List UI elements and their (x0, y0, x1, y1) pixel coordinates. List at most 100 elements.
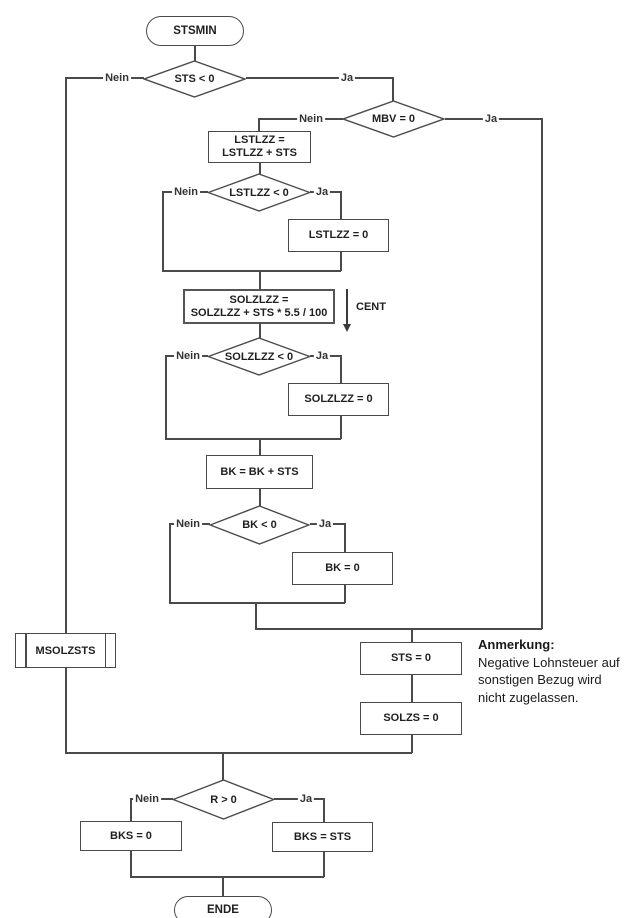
connector-line (411, 735, 413, 753)
edge-label-ja: Ja (313, 186, 331, 198)
process-bks-sts: BKS = STS (272, 822, 373, 852)
edge-label-ja: Ja (482, 113, 500, 125)
cent-label: CENT (356, 301, 386, 313)
connector-line (194, 46, 196, 61)
note-line: sonstigen Bezug wird (478, 672, 602, 687)
connector-line (541, 118, 543, 629)
edge-label-nein: Nein (174, 350, 202, 362)
decision-sts-lt-0: STS < 0 (143, 60, 246, 98)
connector-line (130, 876, 324, 878)
connector-line (255, 602, 257, 629)
cent-arrow-head-icon (342, 324, 351, 332)
note-title: Anmerkung: (478, 637, 555, 652)
decision-mbv-eq-0: MBV = 0 (342, 100, 445, 138)
note-line: Negative Lohnsteuer auf (478, 654, 620, 670)
process-solzs-zero: SOLZS = 0 (360, 702, 462, 735)
connector-line (222, 876, 224, 896)
connector-line (259, 438, 261, 456)
edge-label-ja: Ja (313, 350, 331, 362)
connector-line (344, 585, 346, 603)
terminator-start: STSMIN (146, 16, 244, 46)
diamond-shape (143, 60, 246, 98)
edge-label-nein: Nein (133, 793, 161, 805)
process-solzlzz-add: SOLZLZZ = SOLZLZZ + STS * 5.5 / 100 (183, 289, 335, 324)
process-label: SOLZLZZ = 0 (304, 393, 373, 405)
connector-line (392, 77, 394, 101)
predefined-bar-right (104, 634, 106, 667)
connector-line (411, 628, 413, 643)
decision-lstlzz-lt-0: LSTLZZ < 0 (207, 173, 311, 212)
diamond-shape (172, 779, 275, 820)
decision-label: MBV = 0 (371, 113, 416, 125)
edge-label-nein: Nein (174, 518, 202, 530)
decision-bk-lt-0: BK < 0 (209, 505, 310, 545)
process-label: STS = 0 (390, 652, 432, 664)
edge-label-ja: Ja (297, 793, 315, 805)
connector-line (169, 602, 345, 604)
connector-line (65, 668, 67, 753)
end-label: ENDE (207, 904, 239, 916)
process-lstlzz-zero: LSTLZZ = 0 (288, 219, 389, 252)
connector-line (344, 523, 346, 553)
connector-line (65, 77, 67, 634)
process-lstlzz-add: LSTLZZ = LSTLZZ + STS (208, 131, 311, 163)
decision-label: STS < 0 (174, 73, 215, 85)
process-label-line2: SOLZLZZ + STS * 5.5 / 100 (190, 306, 328, 319)
connector-line (259, 270, 261, 290)
annotation-note: Anmerkung: Negative Lohnsteuer auf sonst… (478, 636, 620, 706)
process-label-line2: LSTLZZ + STS (222, 147, 297, 159)
process-bk-zero: BK = 0 (292, 552, 393, 585)
edge-label-nein: Nein (172, 186, 200, 198)
note-line: nicht zugelassen. (478, 689, 579, 705)
decision-solzlzz-lt-0: SOLZLZZ < 0 (207, 337, 311, 376)
connector-line (162, 191, 164, 271)
connector-line (323, 852, 325, 877)
connector-line (340, 355, 342, 384)
process-label: MSOLZSTS (35, 644, 96, 657)
connector-line (130, 851, 132, 877)
decision-r-gt-0: R > 0 (172, 779, 275, 820)
edge-label-ja: Ja (316, 518, 334, 530)
diamond-shape (207, 173, 311, 212)
predefined-bar-left (25, 634, 27, 667)
process-label: SOLZS = 0 (383, 712, 439, 724)
process-label: BKS = STS (293, 830, 352, 843)
diamond-shape (342, 100, 445, 138)
connector-line (258, 118, 260, 132)
connector-line (411, 675, 413, 703)
connector-line (169, 523, 171, 603)
edge-label-nein: Nein (103, 72, 131, 84)
connector-line (259, 324, 261, 338)
connector-line (65, 752, 412, 754)
predefined-process-msolzsts: MSOLZSTS (15, 633, 116, 668)
connector-line (246, 77, 393, 79)
connector-line (165, 438, 341, 440)
connector-line (340, 416, 342, 439)
process-sts-zero: STS = 0 (360, 642, 462, 675)
decision-label: LSTLZZ < 0 (229, 186, 289, 199)
terminator-end: ENDE (174, 896, 272, 918)
process-solzlzz-zero: SOLZLZZ = 0 (288, 383, 389, 416)
process-label-line1: LSTLZZ = (234, 134, 285, 146)
process-label: LSTLZZ = 0 (308, 229, 369, 241)
connector-line (259, 163, 261, 174)
connector-line (340, 252, 342, 271)
decision-label: SOLZLZZ < 0 (224, 350, 294, 363)
process-label: BK = BK + STS (220, 465, 299, 478)
edge-label-nein: Nein (297, 113, 325, 125)
decision-label: BK < 0 (242, 519, 277, 531)
connector-line (323, 798, 325, 823)
connector-line (255, 628, 542, 630)
diamond-shape (207, 337, 311, 376)
cent-arrow-line (346, 289, 348, 325)
connector-line (130, 798, 132, 822)
process-label-line1: SOLZLZZ = (229, 293, 289, 306)
diamond-shape (209, 505, 310, 545)
connector-line (162, 270, 341, 272)
connector-line (340, 191, 342, 220)
connector-line (259, 489, 261, 506)
process-label: BKS = 0 (110, 829, 152, 842)
connector-line (165, 355, 167, 439)
process-bk-add: BK = BK + STS (206, 455, 313, 489)
